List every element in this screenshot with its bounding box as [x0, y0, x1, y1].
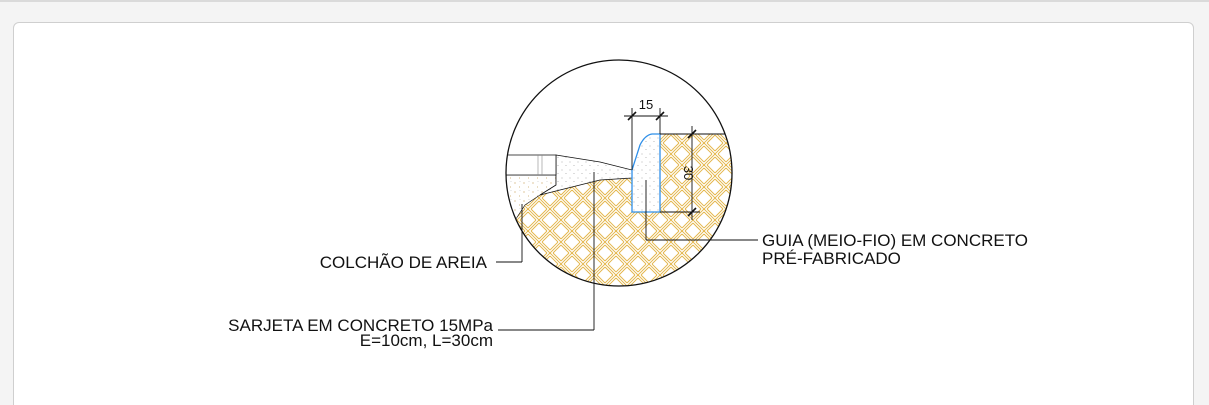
label-guia-line1: GUIA (MEIO-FIO) EM CONCRETO: [762, 231, 1028, 250]
height-dimension: [660, 126, 700, 220]
detail-circle: [505, 59, 733, 287]
precast-curb: [631, 133, 661, 213]
gutter-concrete: [539, 154, 633, 196]
top-divider: [0, 0, 1209, 2]
label-colchao-de-areia: COLCHÃO DE AREIA: [320, 253, 488, 272]
section-clip: [506, 133, 732, 286]
compacted-soil-hatch: [506, 134, 732, 286]
width-dimension: [624, 108, 668, 170]
label-sarjeta-line2: E=10cm, L=30cm: [360, 331, 493, 350]
height-dimension-label: 30: [681, 166, 696, 180]
width-dimension-label: 15: [639, 97, 653, 112]
leader-lines: [496, 172, 758, 331]
label-sarjeta-line1: SARJETA EM CONCRETO 15MPa: [228, 316, 493, 335]
label-guia-line2: PRÉ-FABRICADO: [762, 249, 901, 268]
pavement-layer: [506, 154, 557, 176]
